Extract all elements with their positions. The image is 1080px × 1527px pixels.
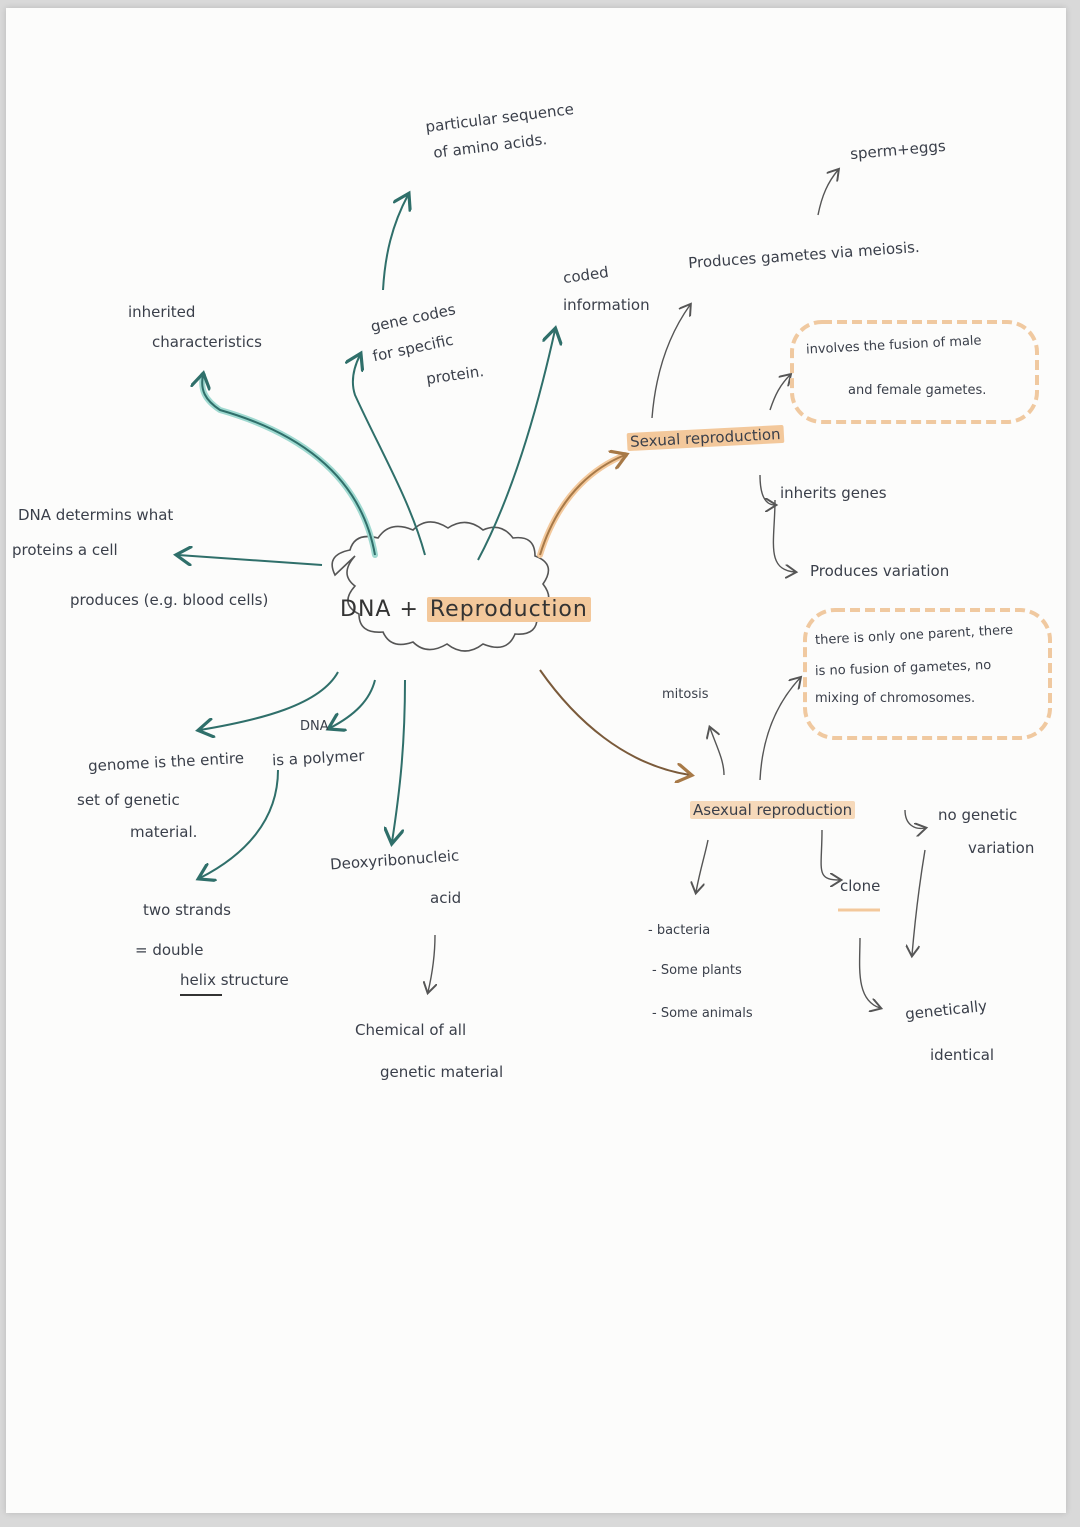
some-animals-label: - Some animals xyxy=(652,1006,753,1021)
dna-determines-1: DNA determins what xyxy=(18,506,174,524)
fusion-bubble xyxy=(790,320,1039,424)
one-parent-bubble xyxy=(803,608,1052,740)
dna-small-label: DNA xyxy=(300,719,329,734)
central-dna: DNA + xyxy=(340,597,427,622)
central-topic: DNA + Reproduction xyxy=(340,597,591,622)
line-to-mitosis xyxy=(710,728,725,776)
line-to-inherits xyxy=(759,474,775,505)
line-sexual-to-fusion xyxy=(769,375,790,411)
inherited-label-2: characteristics xyxy=(152,333,262,351)
line-to-polymer xyxy=(330,679,376,728)
line-no-genetic-to-identical xyxy=(912,849,926,955)
no-genetic-label-1: no genetic xyxy=(938,806,1018,824)
line-to-amino xyxy=(382,195,408,291)
inherits-genes-label: inherits genes xyxy=(780,484,887,502)
inherited-label-1: inherited xyxy=(128,303,196,321)
line-to-genome xyxy=(200,671,339,730)
helix-label: helix structure xyxy=(180,971,289,989)
central-cloud xyxy=(331,521,550,652)
paper-sheet xyxy=(6,8,1066,1513)
genome-label-3: material. xyxy=(130,823,198,841)
genetically-label-2: identical xyxy=(930,1046,995,1064)
line-to-two-strands xyxy=(200,769,279,878)
dna-determines-2: proteins a cell xyxy=(12,541,118,559)
line-to-bacteria xyxy=(696,839,709,892)
double-label: = double xyxy=(135,941,204,959)
line-to-one-parent xyxy=(759,678,800,781)
bacteria-label: - bacteria xyxy=(648,923,711,938)
mitosis-label: mitosis xyxy=(662,687,709,702)
no-genetic-label-2: variation xyxy=(968,839,1035,857)
chemical-label-2: genetic material xyxy=(380,1063,504,1081)
line-to-deoxy xyxy=(392,679,406,842)
line-to-gene-codes xyxy=(353,355,426,556)
genome-label-2: set of genetic xyxy=(77,791,180,809)
clone-label: clone xyxy=(840,877,881,895)
produces-variation-label: Produces variation xyxy=(810,562,950,580)
line-to-coded xyxy=(477,330,555,561)
asexual-reproduction-label: Asexual reproduction xyxy=(690,800,856,820)
line-gametes-to-sperm xyxy=(817,170,838,216)
line-to-asexual xyxy=(539,669,690,775)
some-plants-label: - Some plants xyxy=(652,963,742,978)
line-clone-to-identical xyxy=(858,937,880,1008)
asexual-reproduction-text: Asexual reproduction xyxy=(690,801,856,819)
line-sexual-to-gametes xyxy=(651,305,690,419)
line-to-no-genetic xyxy=(904,809,925,828)
line-to-sexual xyxy=(537,452,628,558)
one-parent-label-3: mixing of chromosomes. xyxy=(815,691,976,706)
line-to-chemical xyxy=(428,934,435,992)
line-to-inherited xyxy=(199,372,378,558)
line-to-dna-determines xyxy=(178,555,323,566)
line-to-variation xyxy=(772,499,795,572)
chemical-label-1: Chemical of all xyxy=(355,1021,467,1039)
central-reproduction: Reproduction xyxy=(426,597,591,622)
dna-determines-3: produces (e.g. blood cells) xyxy=(70,591,269,609)
deoxy-label-2: acid xyxy=(430,889,462,907)
coded-label-2: information xyxy=(563,296,650,314)
fusion-label-2: and female gametes. xyxy=(848,383,987,398)
line-to-clone xyxy=(820,829,840,880)
two-strands-label: two strands xyxy=(143,901,231,919)
